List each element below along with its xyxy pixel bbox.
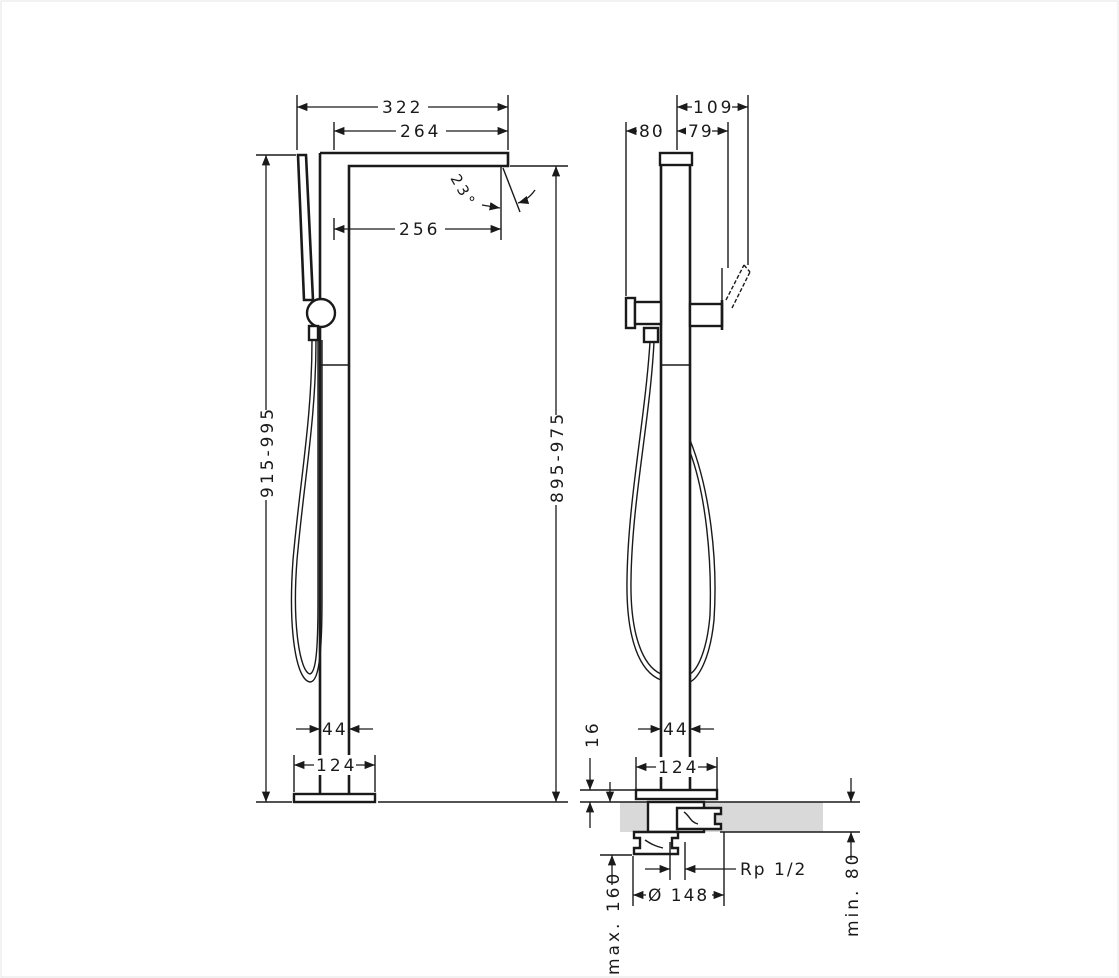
dim-124: 124 — [316, 756, 357, 776]
dim-80: 80 — [639, 122, 665, 142]
dim-256: 256 — [399, 220, 440, 240]
base-plate — [292, 792, 377, 804]
dim-264: 264 — [400, 122, 441, 142]
dim-23-degrees: 23° — [447, 171, 480, 211]
front-view: 109 80 79 44 124 16 max. 160 min. 80 Rp … — [580, 95, 863, 975]
dim-44: 44 — [322, 720, 348, 740]
dim-79: 79 — [688, 122, 714, 142]
dim-44-front: 44 — [663, 720, 689, 740]
dim-max-160: max. 160 — [604, 871, 624, 975]
faucet-column — [318, 151, 510, 795]
dim-min-80: min. 80 — [843, 852, 863, 938]
side-view: 322 264 256 23° 915-995 895-975 44 124 — [255, 95, 568, 804]
dim-rp-1-2: Rp 1/2 — [740, 860, 807, 880]
base-plate-front — [634, 788, 719, 801]
hose-front — [626, 341, 716, 683]
dim-895-975: 895-975 — [548, 411, 568, 503]
dim-109: 109 — [693, 98, 734, 118]
dim-124-front: 124 — [658, 758, 699, 778]
dim-16: 16 — [583, 720, 603, 748]
rough-in-body — [632, 800, 723, 856]
dim-915-995: 915-995 — [258, 406, 278, 498]
dim-322: 322 — [382, 98, 423, 118]
hand-shower — [290, 153, 337, 683]
faucet-column-front — [624, 151, 751, 790]
dim-148: Ø 148 — [648, 886, 709, 906]
